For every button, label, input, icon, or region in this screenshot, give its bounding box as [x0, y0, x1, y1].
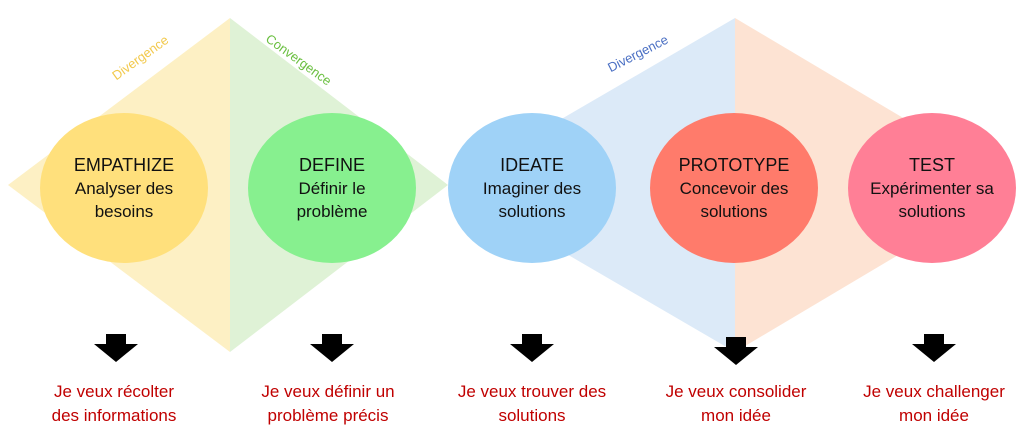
- arrow-down-icon: [94, 334, 138, 362]
- stage-title: TEST: [908, 155, 955, 175]
- stage-caption-ideate: Je veux trouver des solutions: [457, 382, 607, 425]
- stage-caption-prototype: Je veux consolider mon idée: [665, 382, 807, 425]
- stage-title: DEFINE: [298, 155, 365, 175]
- stage-title: PROTOTYPE: [678, 155, 790, 175]
- arrow-down-icon: [714, 337, 758, 365]
- stage-description: Analyser des besoins: [74, 179, 174, 221]
- stage-caption-define: Je veux définir un problème précis: [261, 382, 395, 425]
- stage-title: IDEATE: [500, 155, 564, 175]
- stage-circle-ideate: IDEATE Imaginer des solutions: [448, 113, 616, 263]
- stage-circle-prototype: PROTOTYPE Concevoir des solutions: [650, 113, 818, 263]
- stage-description: Imaginer des solutions: [482, 179, 582, 221]
- stage-circle-define: DEFINE Définir le problème: [248, 113, 416, 263]
- stage-circle-test: TEST Expérimenter sa solutions: [848, 113, 1016, 263]
- stage-description: Définir le problème: [296, 179, 368, 221]
- stage-description: Concevoir des solutions: [679, 179, 789, 221]
- arrow-down-icon: [510, 334, 554, 362]
- arrow-down-icon: [310, 334, 354, 362]
- stage-description: Expérimenter sa solutions: [870, 179, 994, 221]
- stage-title: EMPATHIZE: [73, 155, 175, 175]
- arrow-down-icon: [912, 334, 956, 362]
- stage-caption-empathize: Je veux récolter des informations: [51, 382, 177, 425]
- stage-circle-empathize: EMPATHIZE Analyser des besoins: [40, 113, 208, 263]
- stage-caption-test: Je veux challenger mon idée: [863, 382, 1005, 425]
